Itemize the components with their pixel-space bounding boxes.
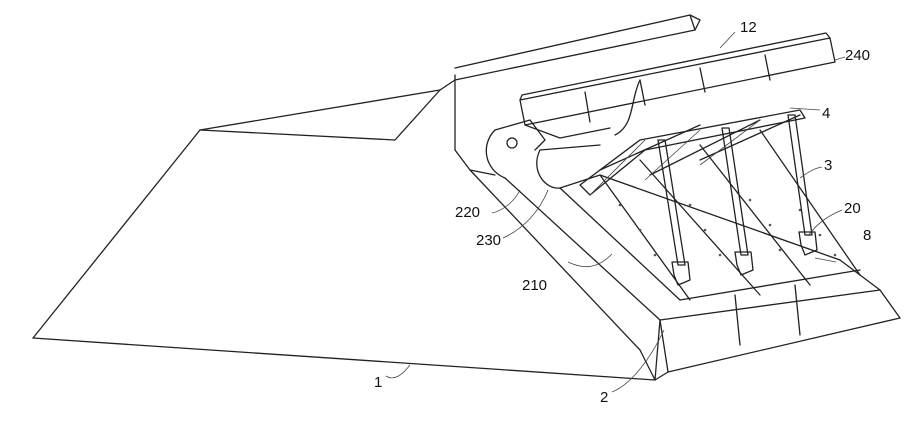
inclined-plate <box>560 130 900 372</box>
label-4: 4 <box>822 105 830 122</box>
label-12: 12 <box>740 19 757 36</box>
label-3: 3 <box>824 157 832 174</box>
label-8: 8 <box>863 227 871 244</box>
top-beam <box>520 33 835 138</box>
pivot-hole <box>507 138 517 148</box>
cylinder-2 <box>722 128 753 275</box>
reference-labels: 1 2 3 4 8 12 20 210 220 230 240 <box>374 19 871 406</box>
label-2: 2 <box>600 389 608 406</box>
side-plate <box>455 120 680 380</box>
label-240: 240 <box>845 47 870 64</box>
label-230: 230 <box>476 232 501 249</box>
label-1: 1 <box>374 374 382 391</box>
cylinder-3 <box>788 115 817 255</box>
label-220: 220 <box>455 204 480 221</box>
label-20: 20 <box>844 200 861 217</box>
label-210: 210 <box>522 277 547 294</box>
linkage-frame <box>580 110 805 195</box>
bucket-body <box>33 15 900 380</box>
